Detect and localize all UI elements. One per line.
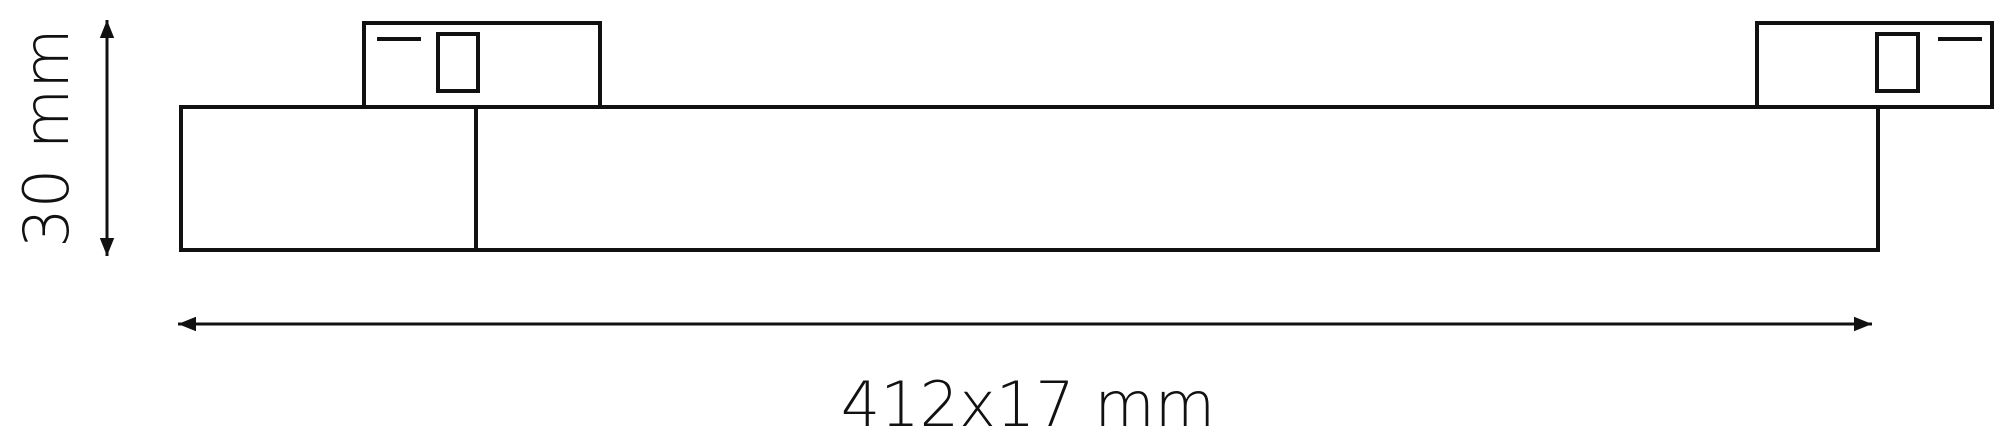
- profile-body: [179, 105, 1880, 252]
- right-connector: [1755, 21, 1994, 109]
- left-connector: [362, 21, 602, 109]
- height-label: 30 mm: [10, 28, 83, 247]
- width-label: 412x17 mm: [841, 368, 1215, 432]
